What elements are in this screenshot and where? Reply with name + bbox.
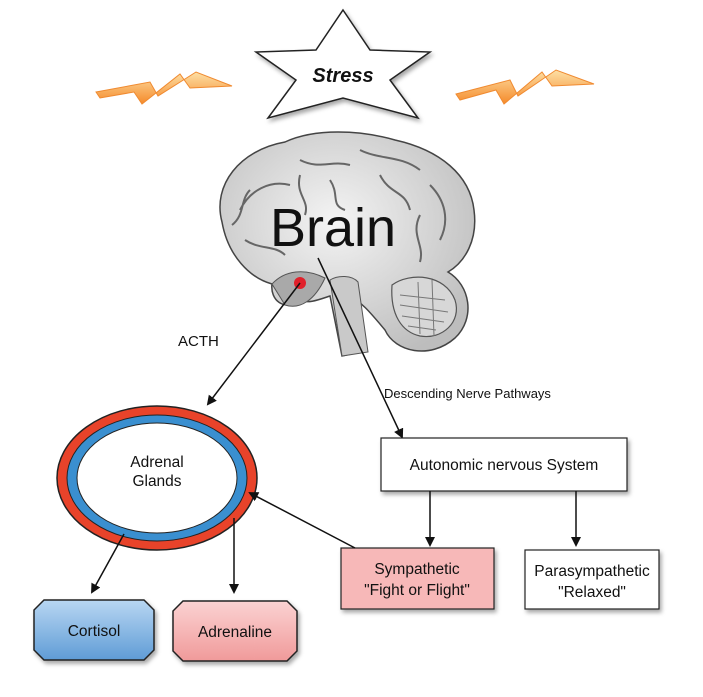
- sympathetic-line1: Sympathetic: [374, 561, 460, 578]
- adrenal-line1: Adrenal: [130, 454, 183, 471]
- acth-arrow: [206, 282, 301, 406]
- adrenaline-node: [172, 600, 298, 662]
- brain-label: Brain: [270, 198, 396, 258]
- sympathetic-line2: "Fight or Flight": [364, 582, 470, 599]
- sympathetic-to-adrenal-arrow: [248, 492, 356, 549]
- lightning-right-icon: [455, 69, 595, 105]
- lightning-left-icon: [95, 71, 233, 105]
- autonomic-label: Autonomic nervous System: [410, 457, 599, 474]
- descending-label: Descending Nerve Pathways: [384, 386, 551, 401]
- parasympathetic-line2: "Relaxed": [558, 584, 626, 601]
- cortisol-label: Cortisol: [68, 623, 121, 640]
- adrenal-glands-node: [56, 405, 258, 551]
- adrenal-line2: Glands: [132, 473, 181, 490]
- acth-label: ACTH: [178, 333, 219, 350]
- brain-illustration: [219, 131, 476, 357]
- stress-label: Stress: [312, 65, 373, 87]
- sympathetic-box: [340, 547, 495, 610]
- stress-star: [253, 8, 433, 120]
- autonomic-box: [380, 437, 628, 492]
- parasympathetic-box: [524, 549, 660, 610]
- adrenal-to-cortisol-arrow: [91, 533, 125, 594]
- cortisol-node: [33, 599, 155, 661]
- parasympathetic-line1: Parasympathetic: [534, 563, 650, 580]
- adrenaline-label: Adrenaline: [198, 624, 272, 641]
- descending-arrow: [317, 257, 404, 439]
